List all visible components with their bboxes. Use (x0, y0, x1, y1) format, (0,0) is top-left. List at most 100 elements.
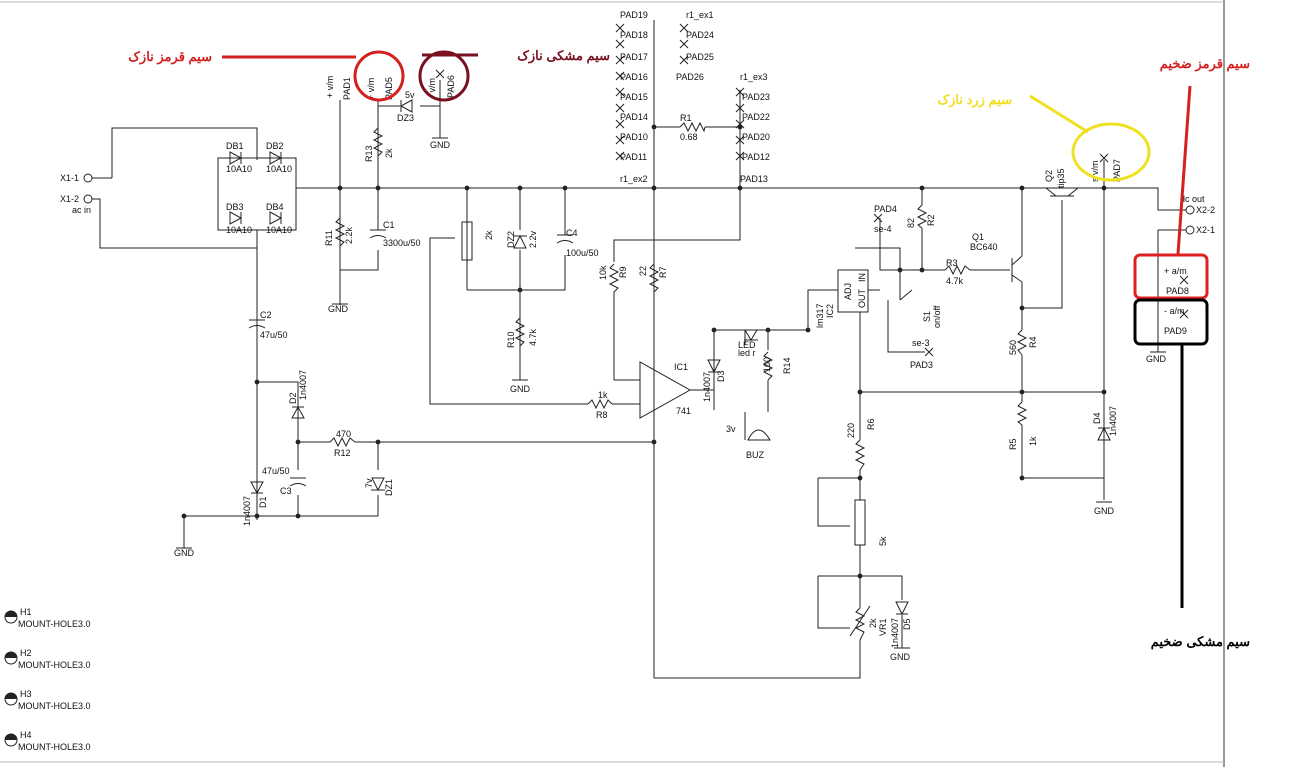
transistor-symbols (1011, 187, 1079, 283)
label-d2: D2 (288, 392, 298, 404)
label-pad-stack-e: PAD14 (620, 112, 648, 122)
label-r8-value: 1k (598, 390, 608, 400)
label-ac-in: ac in (72, 205, 91, 215)
darkred-circle-pad6 (418, 50, 470, 102)
label-pad4: PAD4 (874, 204, 897, 214)
label-r10: R10 (506, 331, 516, 348)
label-pad8: PAD8 (1166, 286, 1189, 296)
label-pad6: PAD6 (446, 75, 456, 98)
label-x2-1: X2-1 (1196, 225, 1215, 235)
label-ex1: r1_ex1 (686, 10, 714, 20)
label-r3: R3 (946, 258, 958, 268)
label-pad-stack-r6: PAD12 (742, 152, 770, 162)
label-x1-1: X1-1 (60, 173, 79, 183)
label-pad-stack-d: PAD15 (620, 92, 648, 102)
label-r12-value: 470 (336, 429, 351, 439)
note-thin-yellow: سیم زرد نازک (937, 92, 1012, 108)
label-dz1-value: 7v (364, 478, 374, 488)
gnd-symbols (176, 137, 1166, 649)
label-am-plus: + a/m (1164, 266, 1187, 276)
label-r1-value: 0.68 (680, 132, 698, 142)
label-r2: R2 (926, 214, 936, 226)
label-d1: D1 (258, 496, 268, 508)
label-r10-value: 4.7k (528, 328, 538, 346)
label-ic1: IC1 (674, 362, 688, 372)
label-gnd-pad6: GND (430, 140, 451, 150)
label-buz: BUZ (746, 450, 765, 460)
label-r5-value: 1k (1028, 436, 1038, 446)
label-pot-2k: 2k (484, 230, 494, 240)
label-r5: R5 (1008, 438, 1018, 450)
label-dz1: DZ1 (384, 479, 394, 496)
label-r11: R11 (324, 230, 334, 246)
label-r8: R8 (596, 410, 608, 420)
label-c3-value: 47u/50 (262, 466, 290, 476)
label-pad1: PAD1 (342, 77, 352, 100)
wires (83, 20, 1186, 679)
label-pad13: PAD13 (740, 174, 768, 184)
label-c3: C3 (280, 486, 292, 496)
label-gnd-left: GND (174, 548, 195, 558)
pad-crosses (435, 23, 1189, 357)
label-r14-value: 100 (762, 357, 772, 372)
label-vr1: VR1 (878, 618, 888, 636)
label-pad-stack-r3: PAD23 (742, 92, 770, 102)
mount-hole-4-id: H4 (20, 730, 32, 740)
label-s1-value: on/off (932, 305, 942, 328)
label-pad-stack-a: PAD18 (620, 30, 648, 40)
label-led-value: led r (738, 348, 756, 358)
label-r12: R12 (334, 448, 351, 458)
label-c1: C1 (383, 220, 395, 230)
label-d3-value: 1n4007 (702, 372, 712, 402)
note-thick-red: سیم قرمز ضخیم (1160, 56, 1250, 72)
note-thick-black: سیم مشکی ضخیم (1151, 634, 1250, 650)
label-ic2: IC2 (825, 304, 835, 318)
note-thin-red: سیم قرمز نازک (128, 49, 212, 65)
diode-symbols (229, 99, 1111, 616)
mount-hole-2-name: MOUNT-HOLE3.0 (18, 660, 91, 670)
switch-symbol (899, 289, 913, 301)
label-db4: DB4 (266, 202, 284, 212)
label-r13-value: 2k (384, 148, 394, 158)
label-db4-part: 10A10 (266, 225, 292, 235)
label-q2-value: tip35 (1056, 168, 1066, 188)
label-s1: S1 (922, 311, 932, 322)
label-db2-part: 10A10 (266, 164, 292, 174)
red-circle-pad5 (353, 50, 405, 102)
label-pad-stack-b: PAD17 (620, 52, 648, 62)
label-r11-value: 2.2k (344, 226, 354, 244)
label-dz2: DZ2 (506, 231, 516, 248)
label-r9-value: 10k (598, 265, 608, 280)
label-x1-2: X1-2 (60, 194, 79, 204)
label-db3-part: 10A10 (226, 225, 252, 235)
label-vm-minus: - v/m (427, 78, 437, 98)
label-vm-plus-1: + v/m (325, 76, 335, 98)
resistor-symbols (329, 121, 1028, 641)
label-d3: D3 (716, 370, 726, 382)
label-pad9: PAD9 (1164, 326, 1187, 336)
mount-hole-1-id: H1 (20, 607, 32, 617)
label-q2: Q2 (1044, 170, 1054, 182)
annotations: سیم قرمز نازک سیم مشکی نازک سیم قرمز ضخی… (128, 48, 1250, 650)
opamp-symbol (639, 361, 692, 419)
label-pad-stack-r4: PAD22 (742, 112, 770, 122)
label-r14: R14 (782, 357, 792, 374)
label-db2: DB2 (266, 141, 284, 151)
label-pad26: PAD26 (676, 72, 704, 82)
label-pad3: PAD3 (910, 360, 933, 370)
label-db3: DB3 (226, 202, 244, 212)
label-d2-value: 1n4007 (298, 370, 308, 400)
black-box-pad9 (1133, 298, 1209, 346)
label-db1: DB1 (226, 141, 244, 151)
label-dc-out: dc out (1180, 194, 1205, 204)
mount-hole-3-id: H3 (20, 689, 32, 699)
label-q1: Q1 (972, 232, 984, 242)
label-r3-value: 4.7k (946, 276, 964, 286)
label-c2-value: 47u/50 (260, 330, 288, 340)
label-c4: C4 (566, 228, 578, 238)
label-buz-value: 3v (726, 424, 736, 434)
label-r7-value: 22 (638, 266, 648, 276)
label-ic2-value: lm317 (815, 303, 825, 328)
label-pad-stack-r5: PAD20 (742, 132, 770, 142)
label-x2-2: X2-2 (1196, 205, 1215, 215)
